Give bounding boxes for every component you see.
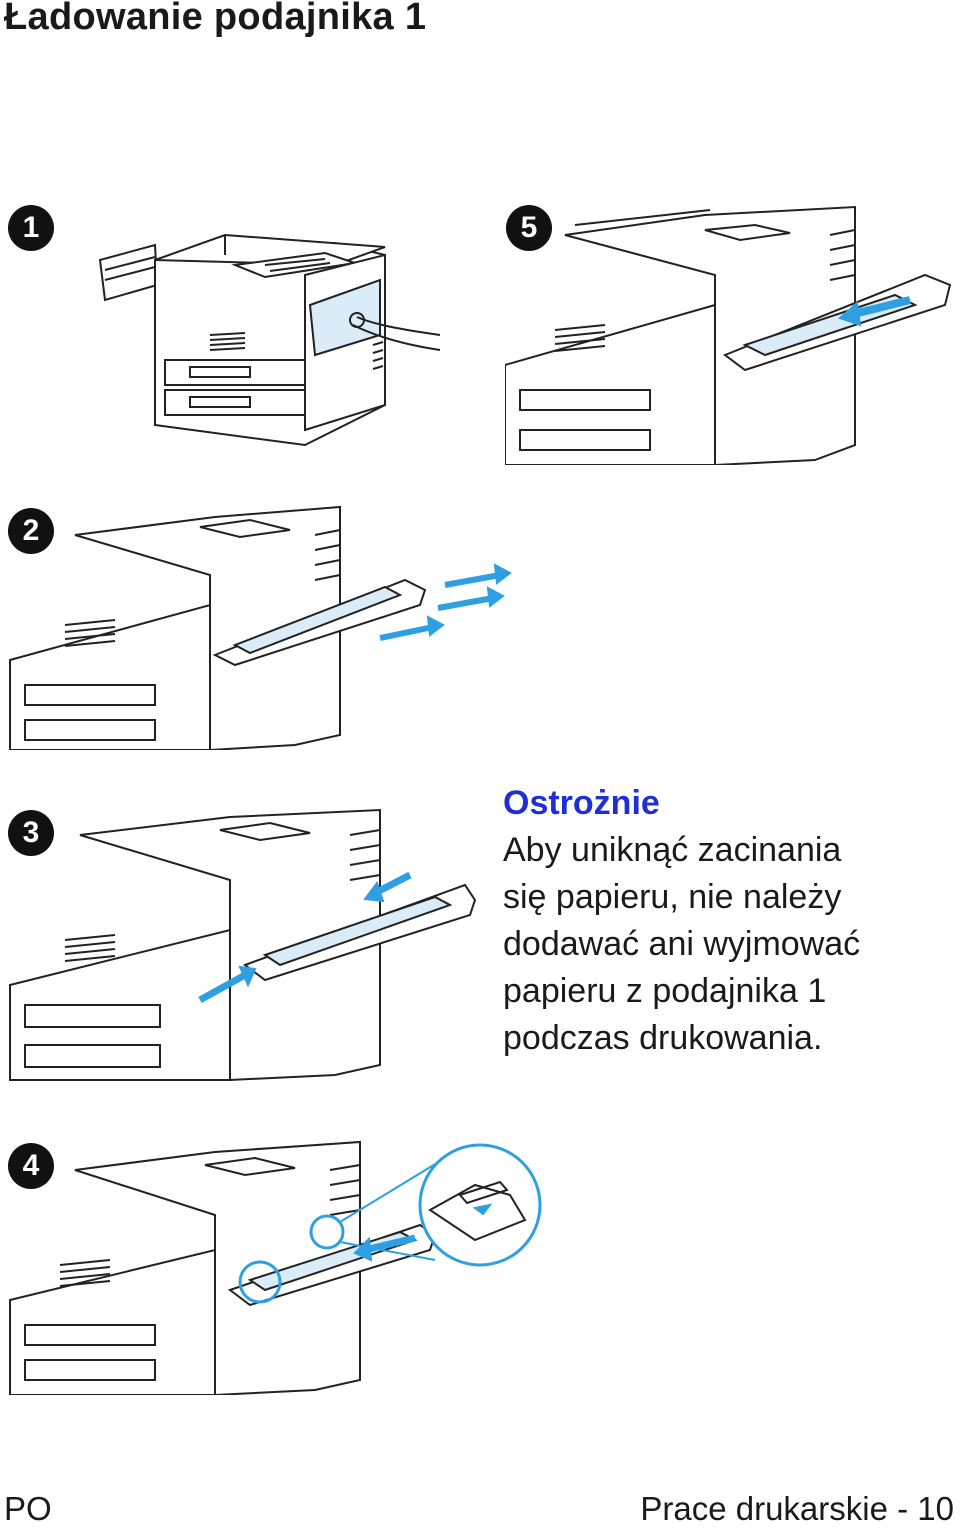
- footer-language-code: PO: [4, 1490, 52, 1527]
- footer-page-label: Prace drukarskie - 10: [640, 1490, 954, 1527]
- caution-title: Ostrożnie: [503, 784, 660, 822]
- caution-line: papieru z podajnika 1: [503, 972, 827, 1010]
- page-title: Ładowanie podajnika 1: [4, 0, 427, 38]
- caution-body: Aby uniknąć zacinania się papieru, nie n…: [503, 827, 943, 1062]
- step-number-2: 2: [8, 508, 54, 554]
- step-number-4: 4: [8, 1143, 54, 1189]
- paper-guides-slide-illustration: [505, 205, 955, 465]
- printer-open-tray-illustration: [95, 225, 455, 455]
- step-number-5: 5: [506, 205, 552, 251]
- paper-guides-adjust-illustration: [5, 805, 480, 1085]
- step-number-3: 3: [8, 810, 54, 856]
- caution-line: się papieru, nie należy: [503, 878, 842, 916]
- caution-line: Aby uniknąć zacinania: [503, 831, 842, 869]
- step-number-1: 1: [8, 205, 54, 251]
- paper-load-fill-mark-illustration: [5, 1140, 550, 1395]
- caution-line: dodawać ani wyjmować: [503, 925, 861, 963]
- caution-note: Ostrożnie Aby uniknąć zacinania się papi…: [503, 784, 943, 1062]
- caution-line: podczas drukowania.: [503, 1019, 823, 1057]
- tray-extension-pull-illustration: [5, 505, 515, 750]
